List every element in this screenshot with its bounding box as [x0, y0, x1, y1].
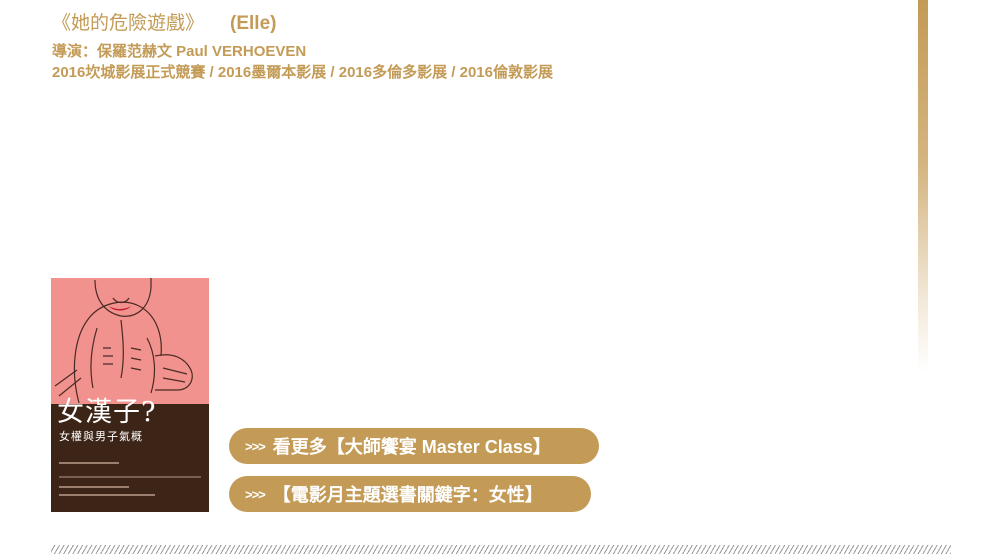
astronaut-illustration — [54, 278, 193, 404]
film-title-en: (Elle) — [230, 13, 277, 34]
book-subtitle: 女權與男子氣概 — [59, 430, 143, 443]
hatched-divider — [51, 545, 951, 554]
book-cover-lower-panel — [51, 404, 209, 512]
theme-books-link-label: 【電影月主題選書關鍵字：女性】 — [272, 485, 543, 505]
book-title: 女漢子? — [57, 397, 157, 428]
film-title-zh: 《她的危險遊戲》 — [52, 12, 205, 34]
theme-books-link-button[interactable]: >>> 【電影月主題選書關鍵字：女性】 — [229, 476, 591, 512]
master-class-link-button[interactable]: >>> 看更多【大師饗宴 Master Class】 — [229, 428, 599, 464]
director-credit: 導演：保羅范赫文 Paul VERHOEVEN — [52, 43, 307, 60]
film-title: 《她的危險遊戲》 (Elle) — [52, 8, 276, 35]
master-class-link-label: 看更多【大師饗宴 Master Class】 — [272, 437, 551, 457]
decorative-gradient-bar — [918, 0, 928, 372]
triple-chevron-icon: >>> — [245, 486, 266, 502]
festival-list: 2016坎城影展正式競賽 / 2016墨爾本影展 / 2016多倫多影展 / 2… — [52, 64, 553, 81]
triple-chevron-icon: >>> — [245, 438, 266, 454]
book-cover[interactable]: 女漢子? 女權與男子氣概 — [51, 278, 209, 512]
